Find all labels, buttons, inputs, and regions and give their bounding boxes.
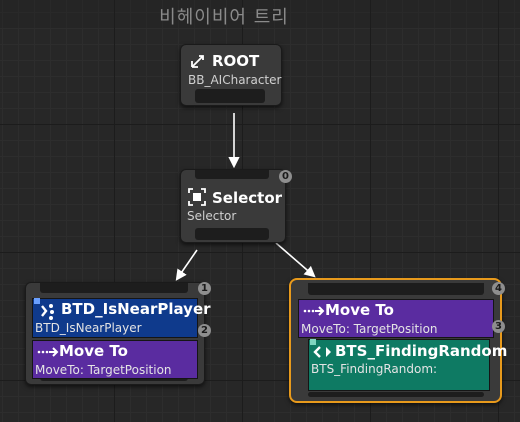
root-node-title: ROOT bbox=[212, 52, 260, 70]
wire-selector-to-left bbox=[175, 249, 198, 281]
btd-is-near-player-decorator[interactable]: BTD_IsNearPlayer BTD_IsNearPlayer bbox=[32, 298, 211, 338]
left-node-execution-index: 1 bbox=[198, 282, 211, 295]
right-move-to-node[interactable]: Move To MoveTo: TargetPosition BTS_Findi… bbox=[289, 278, 507, 403]
move-to-icon bbox=[303, 306, 325, 316]
right-move-to-task[interactable]: Move To MoveTo: TargetPosition bbox=[298, 299, 494, 338]
decorator-marker bbox=[34, 298, 40, 304]
graph-title: 비헤이비어 트리 bbox=[159, 7, 289, 28]
right-task-execution-index: 3 bbox=[492, 320, 505, 333]
root-branch-icon bbox=[191, 55, 204, 68]
graph-title-bar: 비헤이비어 트리 bbox=[0, 0, 520, 28]
right-task-subtitle: MoveTo: TargetPosition bbox=[301, 322, 438, 336]
left-move-to-task[interactable]: Move To MoveTo: TargetPosition bbox=[32, 340, 198, 379]
service-subtitle: BTS_FindingRandom: bbox=[311, 362, 438, 376]
right-node-bottom-bar bbox=[308, 392, 484, 397]
right-node-input-pin[interactable] bbox=[308, 283, 484, 295]
selector-node-title: Selector bbox=[212, 189, 283, 207]
selector-execution-index: 0 bbox=[279, 170, 292, 183]
selector-output-pin[interactable] bbox=[195, 228, 269, 240]
wire-selector-to-right bbox=[275, 242, 316, 278]
decorator-subtitle: BTD_IsNearPlayer bbox=[35, 321, 142, 335]
decorator-icon bbox=[41, 304, 54, 320]
left-node-input-pin[interactable] bbox=[40, 283, 188, 293]
left-task-subtitle: MoveTo: TargetPosition bbox=[35, 363, 172, 377]
selector-input-pin[interactable] bbox=[195, 170, 269, 179]
root-node[interactable]: ROOT BB_AICharacter bbox=[180, 44, 282, 106]
right-task-title: Move To bbox=[325, 301, 394, 319]
decorator-title: BTD_IsNearPlayer bbox=[61, 300, 211, 318]
decorator-execution-index: 2 bbox=[198, 324, 211, 337]
move-to-icon bbox=[37, 347, 59, 357]
selector-node-subtitle: Selector bbox=[187, 209, 237, 223]
selector-node[interactable]: Selector Selector bbox=[180, 169, 286, 243]
service-icon bbox=[313, 346, 331, 358]
service-title: BTS_FindingRandom bbox=[335, 342, 508, 360]
root-node-subtitle: BB_AICharacter bbox=[188, 73, 282, 87]
bts-finding-random-service[interactable]: BTS_FindingRandom BTS_FindingRandom: bbox=[308, 339, 507, 391]
right-node-execution-index: 4 bbox=[492, 282, 505, 295]
left-task-title: Move To bbox=[59, 342, 128, 360]
service-marker bbox=[310, 339, 316, 345]
root-output-pin[interactable] bbox=[195, 89, 265, 103]
selector-icon bbox=[188, 188, 206, 206]
left-move-to-node[interactable]: BTD_IsNearPlayer BTD_IsNearPlayer Move T… bbox=[25, 282, 211, 385]
